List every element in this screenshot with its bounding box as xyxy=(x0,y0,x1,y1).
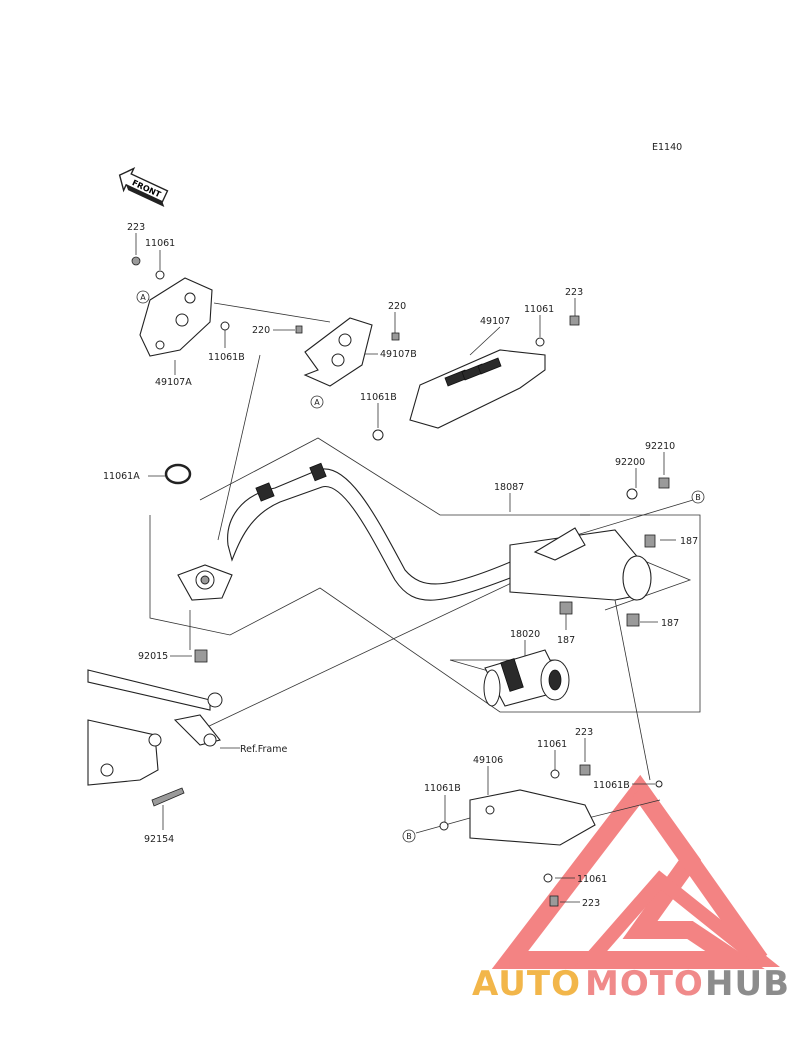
label-92200: 92200 xyxy=(615,457,645,468)
label-223: 223 xyxy=(582,898,600,909)
label-187: 187 xyxy=(557,635,575,646)
label-187: 187 xyxy=(680,536,698,547)
ref-a-marker-2 xyxy=(310,395,324,409)
label-11061b: 11061B xyxy=(208,352,245,363)
label-187: 187 xyxy=(661,618,679,629)
label-11061: 11061 xyxy=(524,304,554,315)
label-223: 223 xyxy=(575,727,593,738)
label-92015: 92015 xyxy=(138,651,168,662)
watermark-hub: HUB xyxy=(705,964,790,1004)
diagram-code: E1140 xyxy=(652,142,682,153)
silencer-insert-18020 xyxy=(483,649,570,707)
hardware xyxy=(131,256,670,907)
shield-slots xyxy=(444,357,502,387)
label-220: 220 xyxy=(252,325,270,336)
heat-shield-49107b xyxy=(303,317,373,387)
label-11061: 11061 xyxy=(577,874,607,885)
label-11061b: 11061B xyxy=(360,392,397,403)
label-ref-frame: Ref.Frame xyxy=(240,744,287,755)
label-11061b: 11061B xyxy=(424,783,461,794)
ref-b-marker xyxy=(691,490,705,504)
ref-a-label: A xyxy=(140,293,146,302)
label-223: 223 xyxy=(127,222,145,233)
ref-a-marker xyxy=(136,290,150,304)
part-labels: 223 11061 49107A 11061B 220 220 49107B 4… xyxy=(103,222,698,909)
label-11061a: 11061A xyxy=(103,471,140,482)
watermark-logo xyxy=(491,774,780,969)
watermark-text: AUTO MOTO HUB xyxy=(472,964,790,1004)
label-11061: 11061 xyxy=(537,739,567,750)
label-18087: 18087 xyxy=(494,482,524,493)
heat-shield-49107 xyxy=(409,349,546,429)
label-11061b: 11061B xyxy=(593,780,630,791)
label-92154: 92154 xyxy=(144,834,174,845)
heat-shield-49107a xyxy=(139,277,213,357)
label-223: 223 xyxy=(565,287,583,298)
frame-ref xyxy=(87,669,223,786)
label-49106: 49106 xyxy=(473,755,503,766)
watermark-auto: AUTO xyxy=(472,964,581,1004)
ref-b-label-2: B xyxy=(406,832,412,841)
label-18020: 18020 xyxy=(510,629,540,640)
label-92210: 92210 xyxy=(645,441,675,452)
label-49107a: 49107A xyxy=(155,377,192,388)
label-11061: 11061 xyxy=(145,238,175,249)
heat-shield-49106 xyxy=(469,789,596,846)
label-49107b: 49107B xyxy=(380,349,417,360)
gasket-11061a xyxy=(164,463,192,485)
ref-b-marker-2 xyxy=(402,829,416,843)
ref-b-label: B xyxy=(695,493,701,502)
watermark-moto: MOTO xyxy=(585,964,704,1004)
ref-markers: A A B B xyxy=(136,290,705,843)
front-arrow-icon: FRONT xyxy=(118,167,169,208)
label-49107: 49107 xyxy=(480,316,510,327)
label-220: 220 xyxy=(388,301,406,312)
bolt-92154 xyxy=(151,787,185,807)
ref-a-label-2: A xyxy=(314,398,320,407)
